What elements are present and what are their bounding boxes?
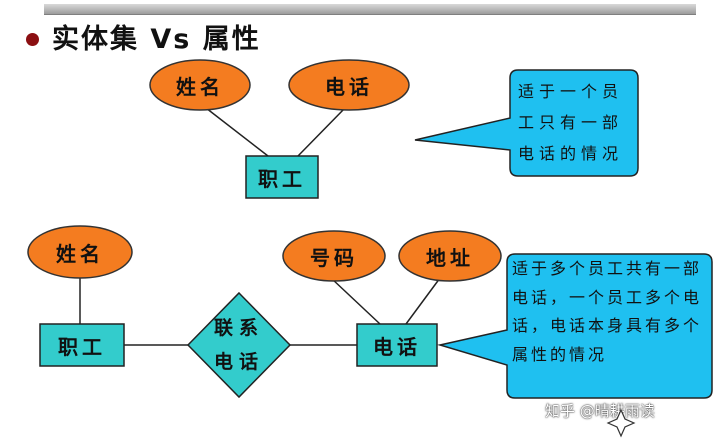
callout-bubble-top (414, 69, 639, 177)
cursor-icon (606, 408, 636, 438)
slide-title: 实体集 Vs 属性 (52, 24, 261, 55)
connector-line (297, 107, 346, 157)
entity-label-employee: 职工 (58, 334, 106, 359)
entity-box-employee (39, 323, 125, 367)
entity-box-phone (356, 323, 438, 367)
entity-label-phone: 电话 (373, 334, 421, 359)
attribute-label-name: 姓名 (176, 74, 224, 99)
attribute-ellipse-address (398, 230, 502, 282)
entity-box-employee (245, 155, 319, 199)
attribute-ellipse-name (27, 225, 133, 279)
relationship-label-line1: 联系 (213, 317, 264, 339)
relationship-diamond (186, 291, 292, 399)
callout-bubble-bottom (437, 253, 713, 399)
callout-text-bottom: 适于多个员工共有一部电话，一个员工多个电话，电话本身具有多个属性的情况 (512, 259, 703, 364)
attribute-ellipse-number (282, 230, 386, 282)
attribute-ellipse-phone (288, 59, 410, 111)
attribute-label-address: 地址 (426, 245, 474, 270)
connector-line (405, 277, 441, 325)
attribute-ellipse-name (149, 59, 251, 111)
connector-line (205, 107, 269, 157)
bullet-icon (26, 33, 39, 46)
relationship-label: 联系 电话 (188, 293, 290, 397)
watermark: 知乎 @晴耕雨读 (545, 402, 655, 420)
relationship-label-line2: 电话 (213, 351, 264, 373)
attribute-label-number: 号码 (310, 245, 358, 270)
connector-line (330, 277, 381, 325)
slide-top-bar (44, 4, 696, 15)
callout-text-top: 适于一个员工只有一部电话的情况 (518, 82, 624, 163)
attribute-label-name: 姓名 (56, 241, 104, 266)
attribute-label-phone: 电话 (325, 74, 373, 99)
entity-label-employee: 职工 (258, 166, 306, 191)
